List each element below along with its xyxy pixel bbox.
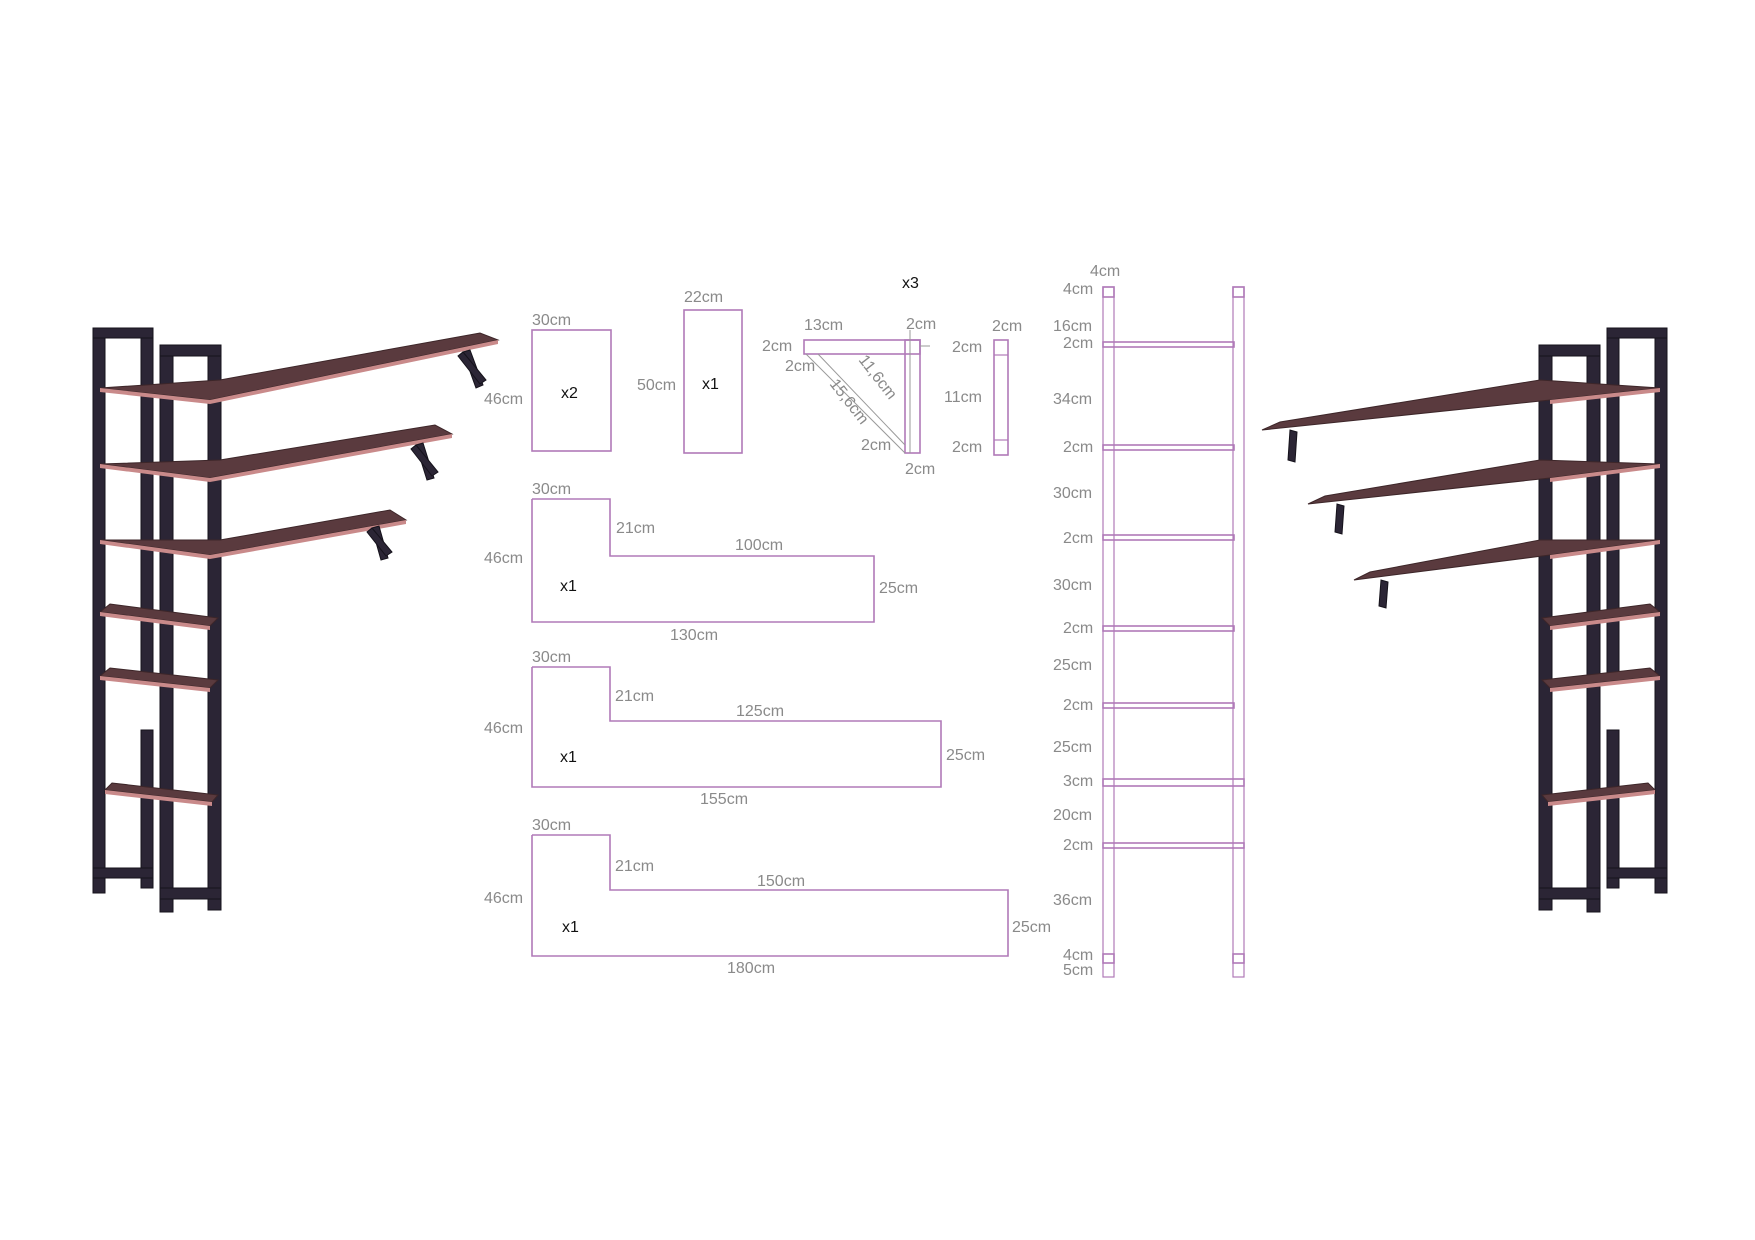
ladder-dim-top-cap: 4cm (1063, 281, 1093, 298)
bracket-side-bottom-label: 2cm (952, 439, 982, 456)
board-a-width-label: 30cm (532, 312, 571, 329)
bracket-quantity: x3 (902, 275, 919, 292)
bracket-bottom-label: 2cm (905, 461, 935, 478)
board-a-quantity: x2 (561, 385, 578, 402)
ladder-dim-rung-7: 2cm (1063, 837, 1093, 854)
shelf-180-notch-label: 21cm (615, 858, 654, 875)
shelf-155-top-label: 30cm (532, 649, 571, 666)
ladder-post-width-label: 4cm (1090, 263, 1120, 280)
board-b-drawing: 22cm 50cm x1 (637, 289, 743, 454)
ladder-dim-bottom-cap: 4cm (1063, 947, 1093, 964)
left-shelving-render (92, 327, 500, 913)
board-b-height-label: 50cm (637, 377, 676, 394)
bracket-thickness-label: 2cm (762, 338, 792, 355)
shelf-180-length-label: 180cm (727, 960, 775, 977)
shelf-155-long-label: 125cm (736, 703, 784, 720)
ladder-dim-foot: 5cm (1063, 962, 1093, 979)
ladder-dim-gap-3: 30cm (1053, 485, 1092, 502)
shelf-180-long-label: 150cm (757, 873, 805, 890)
bracket-side-mid-label: 11cm (944, 389, 982, 406)
bracket-side-width-label: 2cm (992, 318, 1022, 335)
ladder-dim-rung-3: 2cm (1063, 530, 1093, 547)
shelf-180-right-label: 25cm (1012, 919, 1051, 936)
ladder-dim-gap-6: 25cm (1053, 739, 1092, 756)
shelf-130-drawing: 30cm 21cm 100cm 46cm 25cm 130cm x1 (484, 481, 918, 644)
shelf-130-depth-label: 46cm (484, 550, 523, 567)
shelf-155-quantity: x1 (560, 749, 577, 766)
shelf-180-top-label: 30cm (532, 817, 571, 834)
shelf-130-length-label: 130cm (670, 627, 718, 644)
bracket-top-label: 13cm (804, 317, 843, 334)
ladder-dim-rung-1: 2cm (1063, 335, 1093, 352)
ladder-dim-rung-2: 2cm (1063, 439, 1093, 456)
bracket-diagonal-b-label: 15,6cm (826, 376, 872, 428)
bracket-bottom-inner-label: 2cm (861, 437, 891, 454)
shelf-130-notch-label: 21cm (616, 520, 655, 537)
ladder-dim-gap-2: 34cm (1053, 391, 1092, 408)
ladder-dim-gap-8: 36cm (1053, 892, 1092, 909)
ladder-dim-rung-6: 3cm (1063, 773, 1093, 790)
ladder-dim-rung-5: 2cm (1063, 697, 1093, 714)
shelf-155-notch-label: 21cm (615, 688, 654, 705)
bracket-drawing: x3 13cm 2cm 2cm 2cm 11,6cm 15,6cm 2cm 2c… (762, 275, 1022, 478)
ladder-dim-gap-1: 16cm (1053, 318, 1092, 335)
shelf-130-top-label: 30cm (532, 481, 571, 498)
shelf-180-quantity: x1 (562, 919, 579, 936)
ladder-dim-rung-4: 2cm (1063, 620, 1093, 637)
board-a-height-label: 46cm (484, 391, 523, 408)
ladder-dim-gap-4: 30cm (1053, 577, 1092, 594)
shelf-155-right-label: 25cm (946, 747, 985, 764)
ladder-dim-gap-5: 25cm (1053, 657, 1092, 674)
shelf-180-depth-label: 46cm (484, 890, 523, 907)
bracket-side-top-label: 2cm (952, 339, 982, 356)
shelf-130-quantity: x1 (560, 578, 577, 595)
ladder-frame-drawing: 4cm 4cm 16cm 2cm 34cm 2cm 30cm 2cm 30cm … (1053, 263, 1245, 979)
board-a-drawing: 30cm 46cm x2 (484, 312, 612, 452)
ladder-dim-gap-7: 20cm (1053, 807, 1092, 824)
right-shelving-render (1261, 327, 1668, 913)
board-b-quantity: x1 (702, 376, 719, 393)
shelf-130-right-label: 25cm (879, 580, 918, 597)
shelf-180-drawing: 30cm 21cm 150cm 46cm 25cm 180cm x1 (484, 817, 1051, 977)
bracket-corner-label: 2cm (906, 316, 936, 333)
board-b-width-label: 22cm (684, 289, 723, 306)
shelf-155-drawing: 30cm 21cm 125cm 46cm 25cm 155cm x1 (484, 649, 985, 808)
shelf-130-long-label: 100cm (735, 537, 783, 554)
bracket-inner-label: 2cm (785, 358, 815, 375)
bracket-diagonal-a-label: 11,6cm (855, 352, 900, 403)
shelf-155-length-label: 155cm (700, 791, 748, 808)
shelf-155-depth-label: 46cm (484, 720, 523, 737)
